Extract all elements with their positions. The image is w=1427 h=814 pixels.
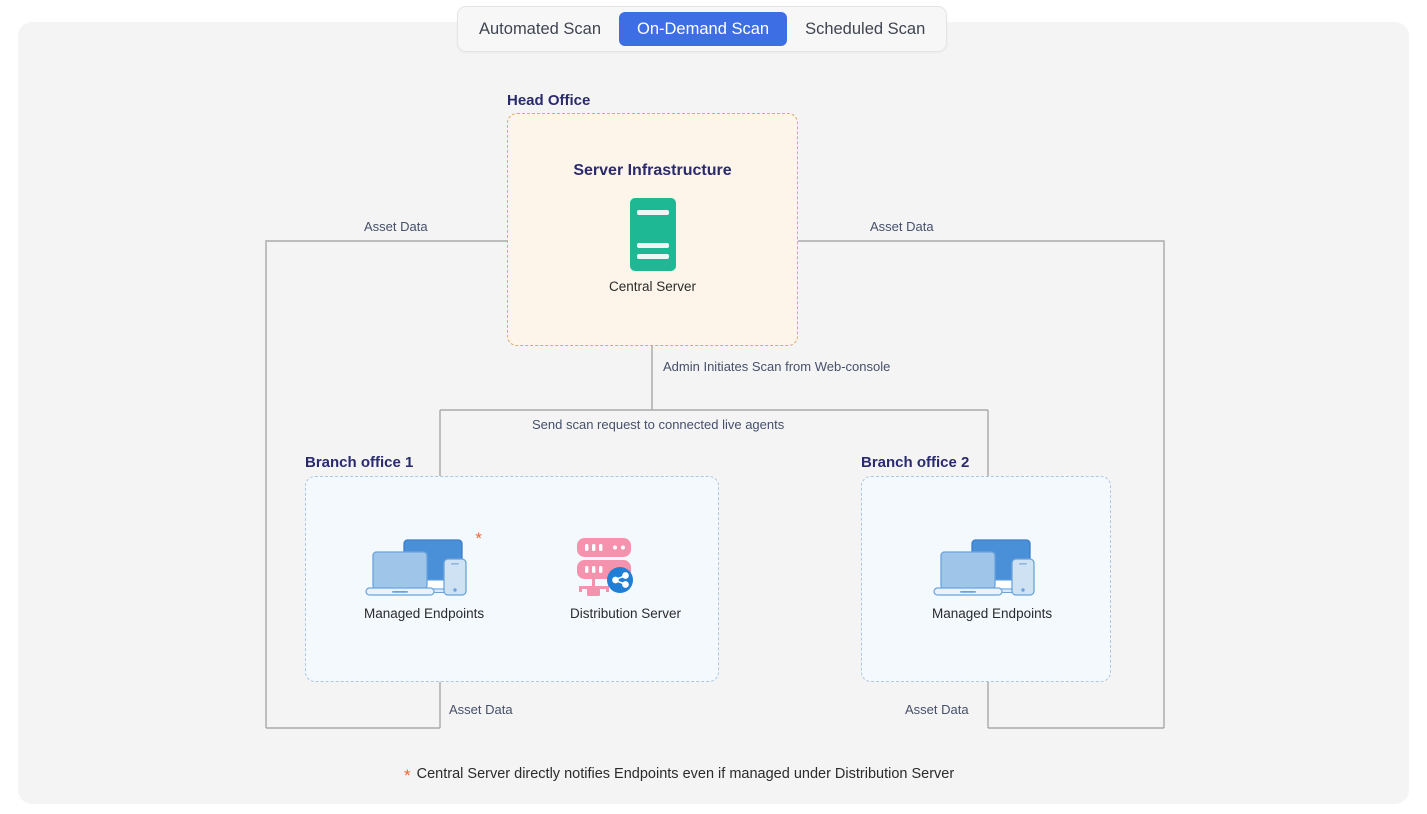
head-office-heading: Server Infrastructure bbox=[573, 162, 732, 179]
scan-mode-tabs: Automated Scan On-Demand Scan Scheduled … bbox=[457, 6, 948, 52]
footnote-asterisk-icon: * bbox=[404, 766, 411, 785]
managed-endpoints-label-branch-2: Managed Endpoints bbox=[932, 606, 1053, 621]
node-distribution-server[interactable]: Distribution Server bbox=[570, 536, 682, 621]
edge-label-asset-data-bottom-right: Asset Data bbox=[905, 702, 969, 717]
tab-scheduled-scan[interactable]: Scheduled Scan bbox=[805, 19, 926, 38]
edge-label-send-scan-request: Send scan request to connected live agen… bbox=[532, 417, 785, 432]
tab-on-demand-scan[interactable]: On-Demand Scan bbox=[619, 11, 788, 47]
node-central-server[interactable]: Central Server bbox=[600, 198, 705, 294]
group-title-head-office: Head Office bbox=[507, 92, 591, 109]
central-server-label: Central Server bbox=[608, 279, 697, 294]
edge-label-admin-initiates-scan: Admin Initiates Scan from Web-console bbox=[663, 359, 891, 374]
tab-automated-scan[interactable]: Automated Scan bbox=[479, 19, 601, 38]
asterisk-marker-icon: * bbox=[475, 529, 482, 548]
node-managed-endpoints-branch-2[interactable]: Managed Endpoints bbox=[932, 536, 1053, 621]
node-managed-endpoints-branch-1[interactable]: * Managed Endpoints bbox=[364, 530, 485, 621]
footnote-text: Central Server directly notifies Endpoin… bbox=[416, 766, 955, 782]
distribution-server-icon bbox=[570, 536, 638, 598]
managed-endpoints-icon bbox=[932, 536, 1044, 598]
edge-label-asset-data-top-right: Asset Data bbox=[870, 219, 934, 234]
footnote: * Central Server directly notifies Endpo… bbox=[404, 766, 954, 784]
managed-endpoints-label-branch-1: Managed Endpoints bbox=[364, 606, 485, 621]
managed-endpoints-icon: * bbox=[364, 530, 482, 598]
central-server-icon bbox=[629, 198, 676, 271]
edge-label-asset-data-top-left: Asset Data bbox=[364, 219, 428, 234]
group-title-branch-office-1: Branch office 1 bbox=[305, 454, 414, 471]
group-title-branch-office-2: Branch office 2 bbox=[861, 454, 970, 471]
distribution-server-label: Distribution Server bbox=[570, 606, 682, 621]
edge-label-asset-data-bottom-left: Asset Data bbox=[449, 702, 513, 717]
